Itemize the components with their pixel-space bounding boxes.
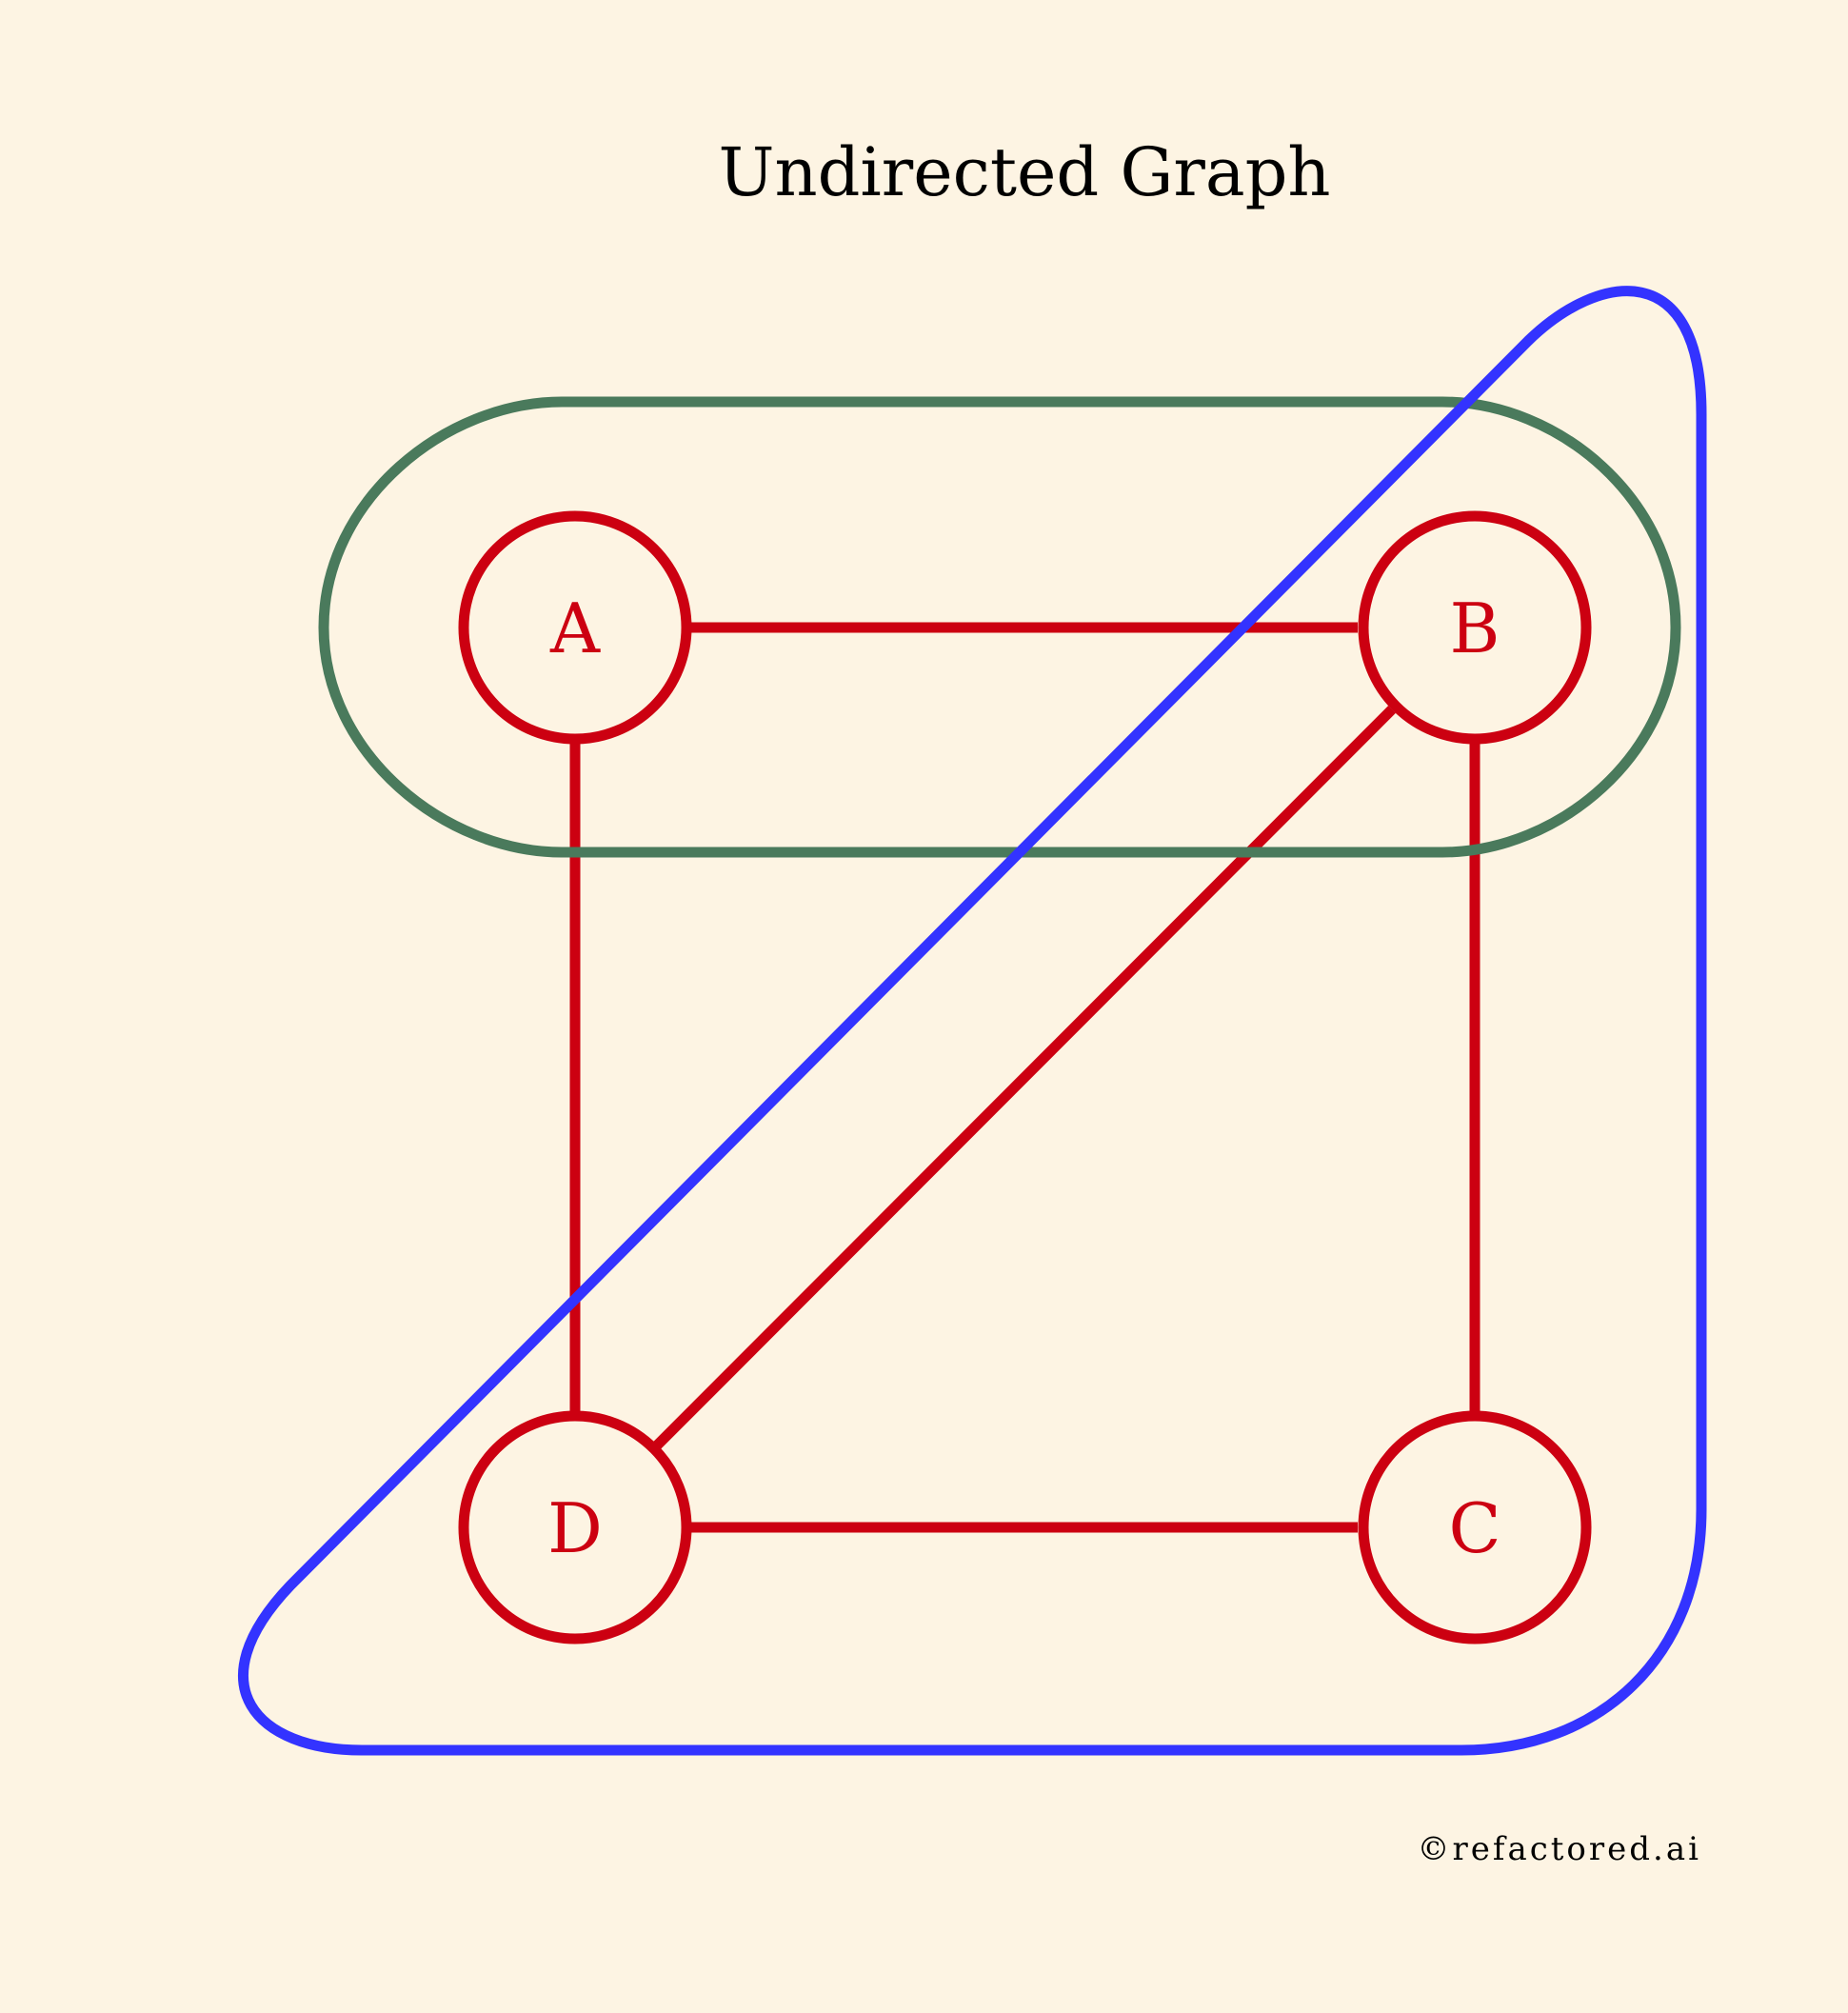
node-d: D bbox=[458, 1410, 692, 1644]
group-outline-blue bbox=[238, 286, 1707, 1756]
node-a: A bbox=[458, 510, 692, 745]
node-c-circle bbox=[1358, 1410, 1592, 1644]
node-c-label: C bbox=[1448, 1488, 1500, 1568]
node-d-circle bbox=[458, 1410, 692, 1644]
node-d-label: D bbox=[547, 1488, 603, 1568]
credit-watermark: ©refactored.ai bbox=[1418, 1830, 1702, 1868]
edge-b-d bbox=[652, 706, 1396, 1450]
node-b-label: B bbox=[1450, 588, 1500, 668]
node-c: C bbox=[1358, 1410, 1592, 1644]
node-b: B bbox=[1358, 510, 1592, 745]
node-a-circle bbox=[458, 510, 692, 745]
node-a-label: A bbox=[549, 588, 601, 668]
diagram-title: Undirected Graph bbox=[719, 133, 1331, 211]
node-b-circle bbox=[1358, 510, 1592, 745]
group-outline-green bbox=[318, 396, 1681, 858]
